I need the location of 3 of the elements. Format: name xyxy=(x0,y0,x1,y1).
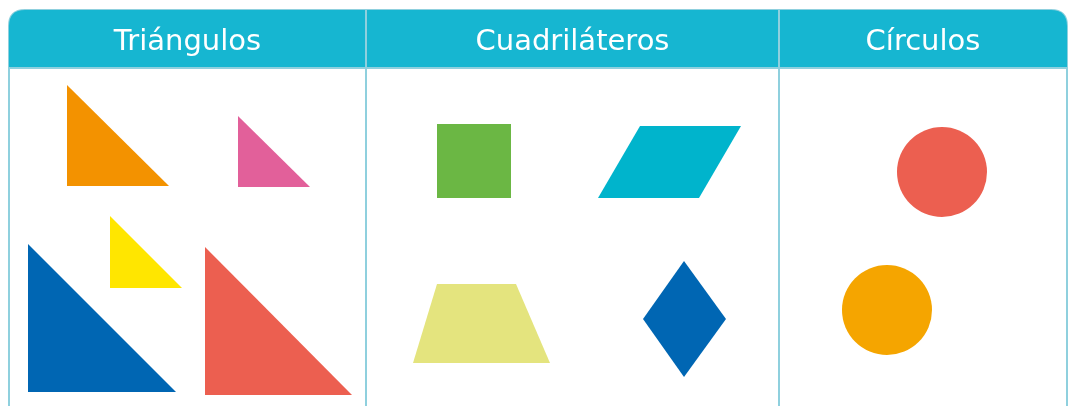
column-heading: Cuadriláteros xyxy=(475,23,670,57)
column-heading: Círculos xyxy=(865,23,981,57)
column-heading: Triángulos xyxy=(113,23,262,57)
